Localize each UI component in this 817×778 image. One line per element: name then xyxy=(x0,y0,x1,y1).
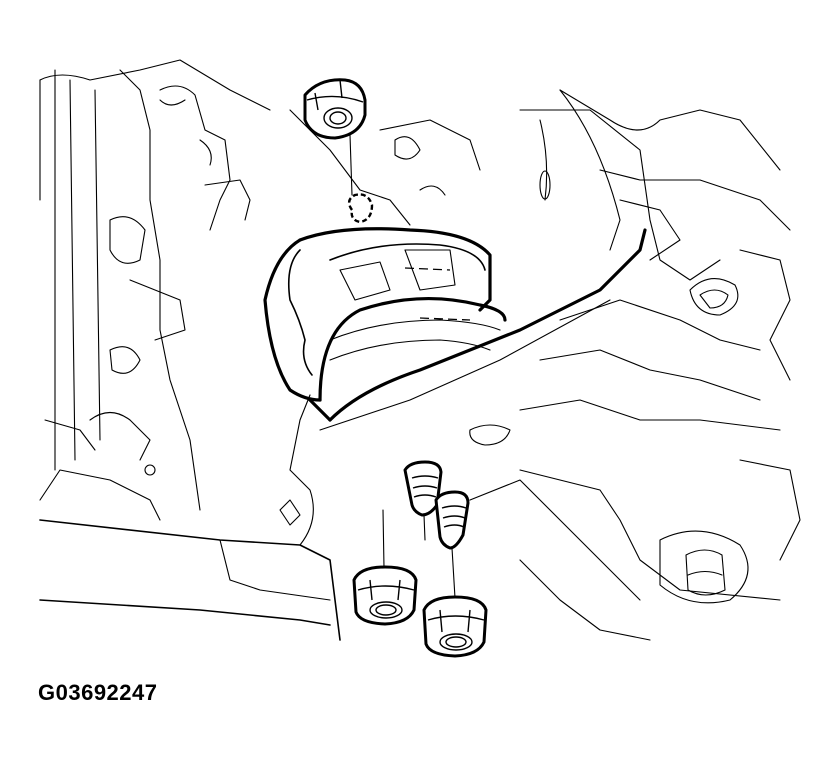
crossmember-outline xyxy=(39,394,801,641)
mount-bracket xyxy=(289,89,647,431)
flange-nut-2 xyxy=(422,595,488,658)
transmission-housing-outline xyxy=(379,89,791,446)
flange-nut-1 xyxy=(352,509,418,626)
upper-nut xyxy=(303,78,367,140)
figure-id-label: G03692247 xyxy=(38,680,158,705)
engine-block-outline xyxy=(39,59,271,521)
mount-insulator xyxy=(263,134,507,402)
stud-bolt-2 xyxy=(434,490,470,599)
